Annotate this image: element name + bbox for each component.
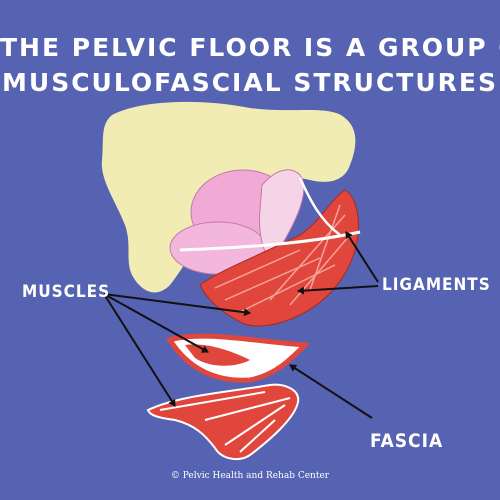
ligament-band [179, 230, 361, 252]
arrow-muscles-to-upper [103, 293, 251, 317]
arrow-ligaments-upper [345, 231, 379, 283]
arrow-muscles-to-middle [103, 293, 209, 353]
title-line-1: THE PELVIC FLOOR IS A GROUP OF [0, 33, 500, 62]
lower-muscle-fibers [159, 391, 291, 453]
label-muscles: MUSCLES [22, 282, 111, 302]
arrow-muscles-to-lower [103, 293, 176, 407]
title-line-2: MUSCULOFASCIAL STRUCTURES [2, 68, 498, 97]
page-title: THE PELVIC FLOOR IS A GROUP OF MUSCULOFA… [0, 30, 500, 100]
credit-text: © Pelvic Health and Rehab Center [170, 471, 330, 481]
pelvic-bone [101, 101, 356, 293]
arrow-fascia [289, 364, 373, 419]
ligament-band-2 [298, 177, 341, 236]
pelvic-floor-muscle-mass [199, 189, 359, 327]
label-ligaments: LIGAMENTS [382, 275, 491, 295]
lower-muscle-layer [146, 383, 300, 461]
arrow-ligaments-lower [297, 285, 379, 295]
muscle-fiber-lines [214, 204, 351, 313]
label-fascia: FASCIA [370, 430, 444, 452]
